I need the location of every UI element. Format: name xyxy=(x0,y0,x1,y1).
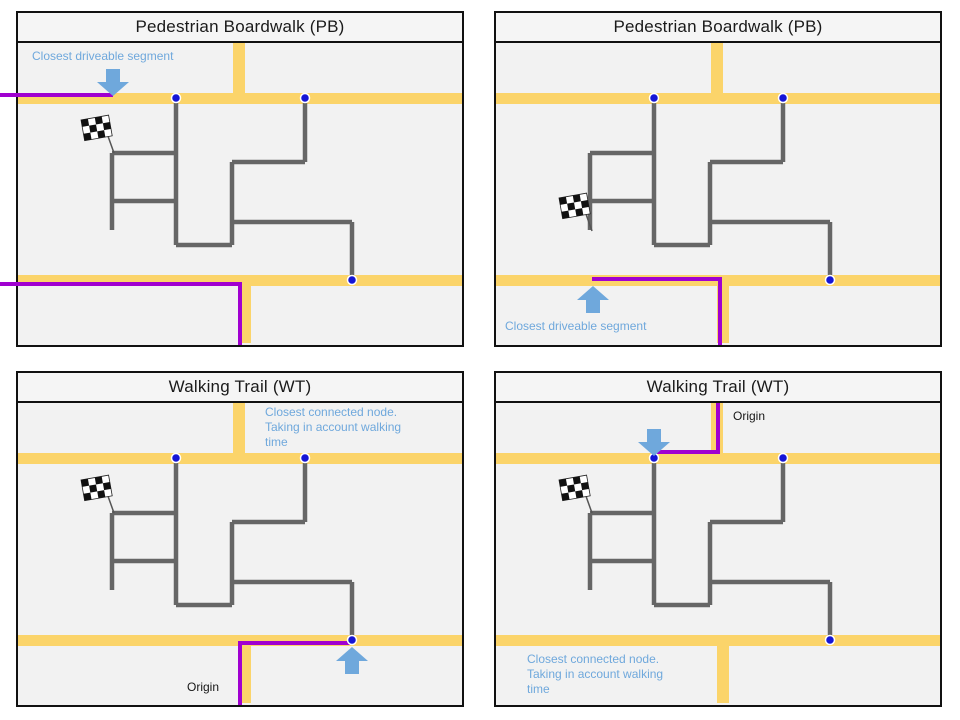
panel-title: Pedestrian Boardwalk (PB) xyxy=(496,13,940,43)
arrow-up-icon xyxy=(577,286,609,313)
path-network xyxy=(109,458,355,640)
arrow-down-icon xyxy=(638,429,670,456)
map-graphics xyxy=(496,43,940,345)
panel-pb-right: Pedestrian Boardwalk (PB) xyxy=(494,11,942,347)
panel-pb-left: Pedestrian Boardwalk (PB) xyxy=(0,11,464,347)
origin-label: Origin xyxy=(733,409,766,423)
node-dot xyxy=(824,634,836,646)
node-dot xyxy=(299,92,311,104)
node-dot xyxy=(824,274,836,286)
checkered-flag-icon xyxy=(80,474,115,514)
route-line xyxy=(592,277,722,345)
map-canvas: Origin Closest connected node. Taking in… xyxy=(496,403,940,703)
road-horizontal-bottom xyxy=(18,635,462,646)
road-vertical-top xyxy=(711,43,723,93)
road-horizontal-top xyxy=(18,453,462,464)
map-canvas: Closest driveable segment xyxy=(0,43,462,345)
panel-title: Walking Trail (WT) xyxy=(496,373,940,403)
map-canvas: Closest driveable segment xyxy=(496,43,940,345)
path-network xyxy=(587,458,833,640)
path-network xyxy=(587,98,833,280)
road-horizontal-top xyxy=(496,453,940,464)
node-dot xyxy=(346,634,358,646)
map-graphics xyxy=(496,403,940,703)
origin-label: Origin xyxy=(187,680,220,694)
arrow-up-icon xyxy=(336,647,368,674)
node-dot xyxy=(346,274,358,286)
panel-wt-right: Walking Trail (WT) Origin xyxy=(494,371,942,707)
map-graphics xyxy=(0,43,462,345)
panel-title: Walking Trail (WT) xyxy=(18,373,462,403)
node-dot xyxy=(170,452,182,464)
checkered-flag-icon xyxy=(558,192,593,232)
map-canvas: Closest connected node. Taking in accoun… xyxy=(18,403,462,705)
road-vertical-top xyxy=(233,43,245,93)
route-line-bottom xyxy=(0,282,242,345)
route-line xyxy=(238,641,352,705)
road-horizontal-bottom xyxy=(496,635,940,646)
node-dot xyxy=(777,92,789,104)
annotation-closest-driveable: Closest driveable segment xyxy=(32,49,174,63)
path-network xyxy=(109,98,355,280)
panel-wt-left: Walking Trail (WT) Closest c xyxy=(16,371,464,707)
arrow-down-icon xyxy=(97,69,129,96)
annotation-closest-node: Closest connected node. Taking in accoun… xyxy=(527,652,664,696)
panel-title: Pedestrian Boardwalk (PB) xyxy=(18,13,462,43)
node-dot xyxy=(648,92,660,104)
checkered-flag-icon xyxy=(558,474,593,514)
map-graphics xyxy=(18,403,462,705)
node-dot xyxy=(170,92,182,104)
road-horizontal-top xyxy=(496,93,940,104)
road-horizontal-bottom xyxy=(18,275,462,286)
road-vertical-bottom xyxy=(717,646,729,703)
route-line xyxy=(654,403,720,454)
road-horizontal-top xyxy=(18,93,462,104)
checkered-flag-icon xyxy=(80,114,115,154)
node-dot xyxy=(777,452,789,464)
annotation-closest-driveable: Closest driveable segment xyxy=(505,319,647,333)
road-vertical-top xyxy=(233,403,245,453)
annotation-closest-node: Closest connected node. Taking in accoun… xyxy=(265,405,402,449)
node-dot xyxy=(299,452,311,464)
